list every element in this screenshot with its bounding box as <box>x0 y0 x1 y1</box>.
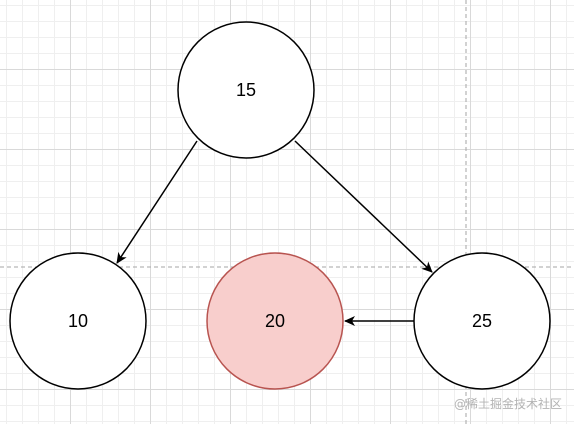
edge-15-to-10 <box>116 140 198 264</box>
watermark-text: @稀土掘金技术社区 <box>453 397 562 411</box>
tree-node[interactable]: 25 <box>413 252 551 390</box>
node-label: 20 <box>265 311 285 331</box>
tree-node-highlighted[interactable]: 20 <box>206 252 344 390</box>
node-circle <box>177 21 315 159</box>
tree-node[interactable]: 15 <box>177 21 315 159</box>
node-circle <box>9 252 147 390</box>
edge-15-to-25 <box>294 140 433 273</box>
node-label: 15 <box>236 80 256 100</box>
tree-node[interactable]: 10 <box>9 252 147 390</box>
node-label: 25 <box>472 311 492 331</box>
node-circle <box>206 252 344 390</box>
node-label: 10 <box>68 311 88 331</box>
node-circle <box>413 252 551 390</box>
